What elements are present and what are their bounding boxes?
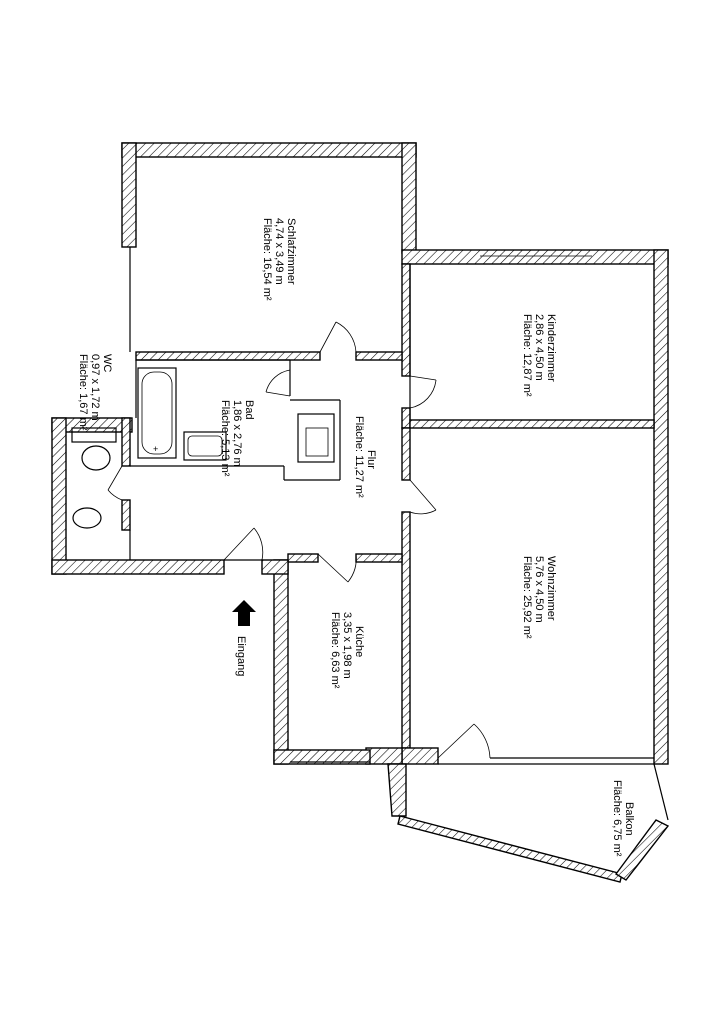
wall-kueche-left xyxy=(273,559,289,765)
wall-schlafzimmer-top xyxy=(121,142,417,158)
wall-schlafzimmer-left xyxy=(121,142,137,248)
wall-kueche-wohn-bottom xyxy=(365,747,403,765)
entrance-label: Eingang xyxy=(235,636,247,676)
room-label-wohnzimmer: Wohnzimmer 5,76 x 4,50 m Fläche: 25,92 m… xyxy=(521,556,557,639)
wall-kueche-top xyxy=(287,553,319,563)
wall-kinderzimmer-left xyxy=(401,263,411,377)
wall-entrance-right xyxy=(261,559,289,575)
wall-schlafzimmer-bottom2 xyxy=(355,351,403,361)
label-entrance: Eingang xyxy=(235,636,247,676)
room-label-kinderzimmer: Kinderzimmer 2,86 x 4,50 m Fläche: 12,87… xyxy=(521,314,557,397)
wc-sink-icon xyxy=(72,507,102,529)
label-wc-name: WC xyxy=(101,354,113,372)
label-kinderzimmer-dims: 2,86 x 4,50 m xyxy=(533,314,545,381)
label-wc-dims: 0,97 x 1,72 m xyxy=(89,354,101,421)
washbasin-icon xyxy=(183,431,227,461)
label-flur-area: Fläche: 11,27 m² xyxy=(353,416,365,498)
wall-kinderzimmer-left2 xyxy=(401,407,411,429)
wall-kueche-top2 xyxy=(355,553,403,563)
wall-wohnzimmer-left xyxy=(401,427,411,481)
wall-wohnzimmer-bottom xyxy=(401,747,439,765)
label-balkon-area: Fläche: 6,75 m² xyxy=(611,780,623,857)
wall-balkon-right xyxy=(614,819,670,881)
wall-schlafzimmer-right xyxy=(401,142,417,254)
label-flur-name: Flur xyxy=(365,450,377,469)
wall-schlafzimmer-bottom xyxy=(135,351,321,361)
label-balkon-name: Balkon xyxy=(623,802,635,836)
wall-wc-right2 xyxy=(121,499,131,531)
walls xyxy=(51,142,670,883)
label-schlafzimmer-dims: 4,74 x 3,49 m xyxy=(273,218,285,285)
svg-text:+: + xyxy=(153,444,158,454)
fixtures: + xyxy=(71,367,335,529)
label-schlafzimmer-name: Schlafzimmer xyxy=(285,218,297,285)
wall-kueche-bottom xyxy=(273,749,371,765)
toilet-icon xyxy=(71,427,117,443)
entrance-arrow-icon xyxy=(232,600,256,626)
label-kueche-name: Küche xyxy=(353,626,365,657)
label-wohnzimmer-name: Wohnzimmer xyxy=(545,556,557,621)
wall-wc-left xyxy=(51,417,67,575)
door-balkon xyxy=(437,723,491,759)
label-kueche-dims: 3,35 x 1,98 m xyxy=(341,612,353,679)
room-label-balkon: Balkon Fläche: 6,75 m² xyxy=(611,780,635,857)
doors xyxy=(107,321,491,759)
wall-wohnzimmer-left2 xyxy=(401,511,411,749)
wall-wc-bottom xyxy=(51,559,225,575)
label-bad-area: Fläche: 5,13 m² xyxy=(219,400,231,477)
door-wc xyxy=(107,465,123,501)
wall-right-outer xyxy=(653,249,669,765)
door-bad xyxy=(265,369,291,397)
label-wohnzimmer-area: Fläche: 25,92 m² xyxy=(521,556,533,639)
chimney-icon xyxy=(297,413,335,463)
wall-kinder-wohn xyxy=(409,419,655,429)
label-kueche-area: Fläche: 6,63 m² xyxy=(329,612,341,689)
wall-kinderzimmer-top xyxy=(401,249,669,265)
label-schlafzimmer-area: Fläche: 16,54 m² xyxy=(261,218,273,301)
interior-lines xyxy=(129,247,669,821)
label-kinderzimmer-name: Kinderzimmer xyxy=(545,314,557,382)
wall-balkon-left xyxy=(387,763,407,817)
room-label-kueche: Küche 3,35 x 1,98 m Fläche: 6,63 m² xyxy=(329,612,365,689)
label-bad-name: Bad xyxy=(243,400,255,420)
label-bad-dims: 1,86 x 2,76 m xyxy=(231,400,243,467)
label-wc-area: Fläche: 1,67 m² xyxy=(77,354,89,431)
room-label-bad: Bad 1,86 x 2,76 m Fläche: 5,13 m² xyxy=(219,400,255,477)
bathtub-icon xyxy=(137,367,177,459)
door-schlafzimmer xyxy=(319,321,357,353)
door-kinderzimmer xyxy=(409,375,437,409)
door-entrance xyxy=(223,527,264,561)
wall-balkon-bottom xyxy=(397,815,623,883)
wall-wc-right xyxy=(121,417,131,467)
door-kueche xyxy=(317,553,357,583)
door-wohnzimmer xyxy=(409,479,437,515)
room-label-flur: Flur Fläche: 11,27 m² xyxy=(353,416,377,498)
room-label-schlafzimmer: Schlafzimmer 4,74 x 3,49 m Fläche: 16,54… xyxy=(261,218,297,301)
label-kinderzimmer-area: Fläche: 12,87 m² xyxy=(521,314,533,397)
room-label-wc: WC 0,97 x 1,72 m Fläche: 1,67 m² xyxy=(77,354,113,431)
label-wohnzimmer-dims: 5,76 x 4,50 m xyxy=(533,556,545,623)
